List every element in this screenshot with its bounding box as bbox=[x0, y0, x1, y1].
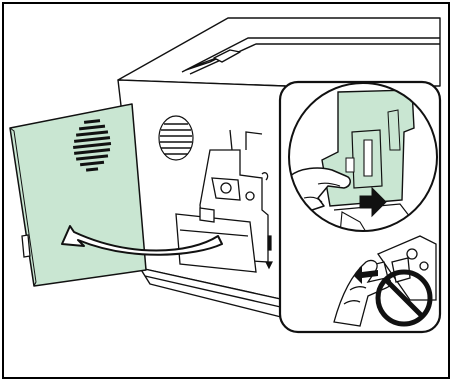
cover-latch[interactable] bbox=[22, 235, 30, 257]
side-cover[interactable] bbox=[10, 104, 146, 286]
vent-grille bbox=[159, 116, 193, 160]
